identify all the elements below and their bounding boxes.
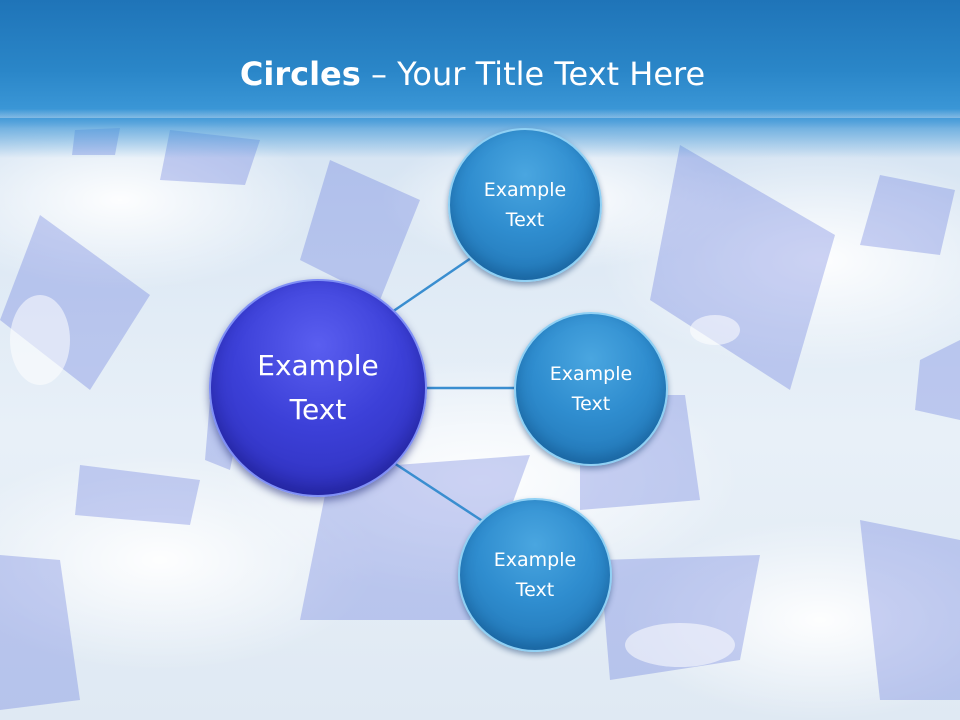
center-circle[interactable]: Example Text xyxy=(209,279,427,497)
satellite-circle-top[interactable]: Example Text xyxy=(448,128,602,282)
center-circle-label: Example Text xyxy=(257,349,379,426)
page-title: Circles – Your Title Text Here xyxy=(0,52,945,96)
satellite-circle-bottom-label: Example Text xyxy=(493,549,577,601)
satellite-circle-middle[interactable]: Example Text xyxy=(514,312,668,466)
satellite-circle-top-label: Example Text xyxy=(483,179,567,231)
title-bar xyxy=(0,0,960,128)
connector-bottom xyxy=(393,461,485,524)
connector-top xyxy=(391,254,475,314)
cap-lining-icon xyxy=(10,295,740,667)
satellite-circle-middle-label: Example Text xyxy=(549,363,633,415)
page-title-rest: – Your Title Text Here xyxy=(360,55,706,93)
page-title-bold: Circles xyxy=(239,55,361,93)
satellite-circle-bottom[interactable]: Example Text xyxy=(458,498,612,652)
